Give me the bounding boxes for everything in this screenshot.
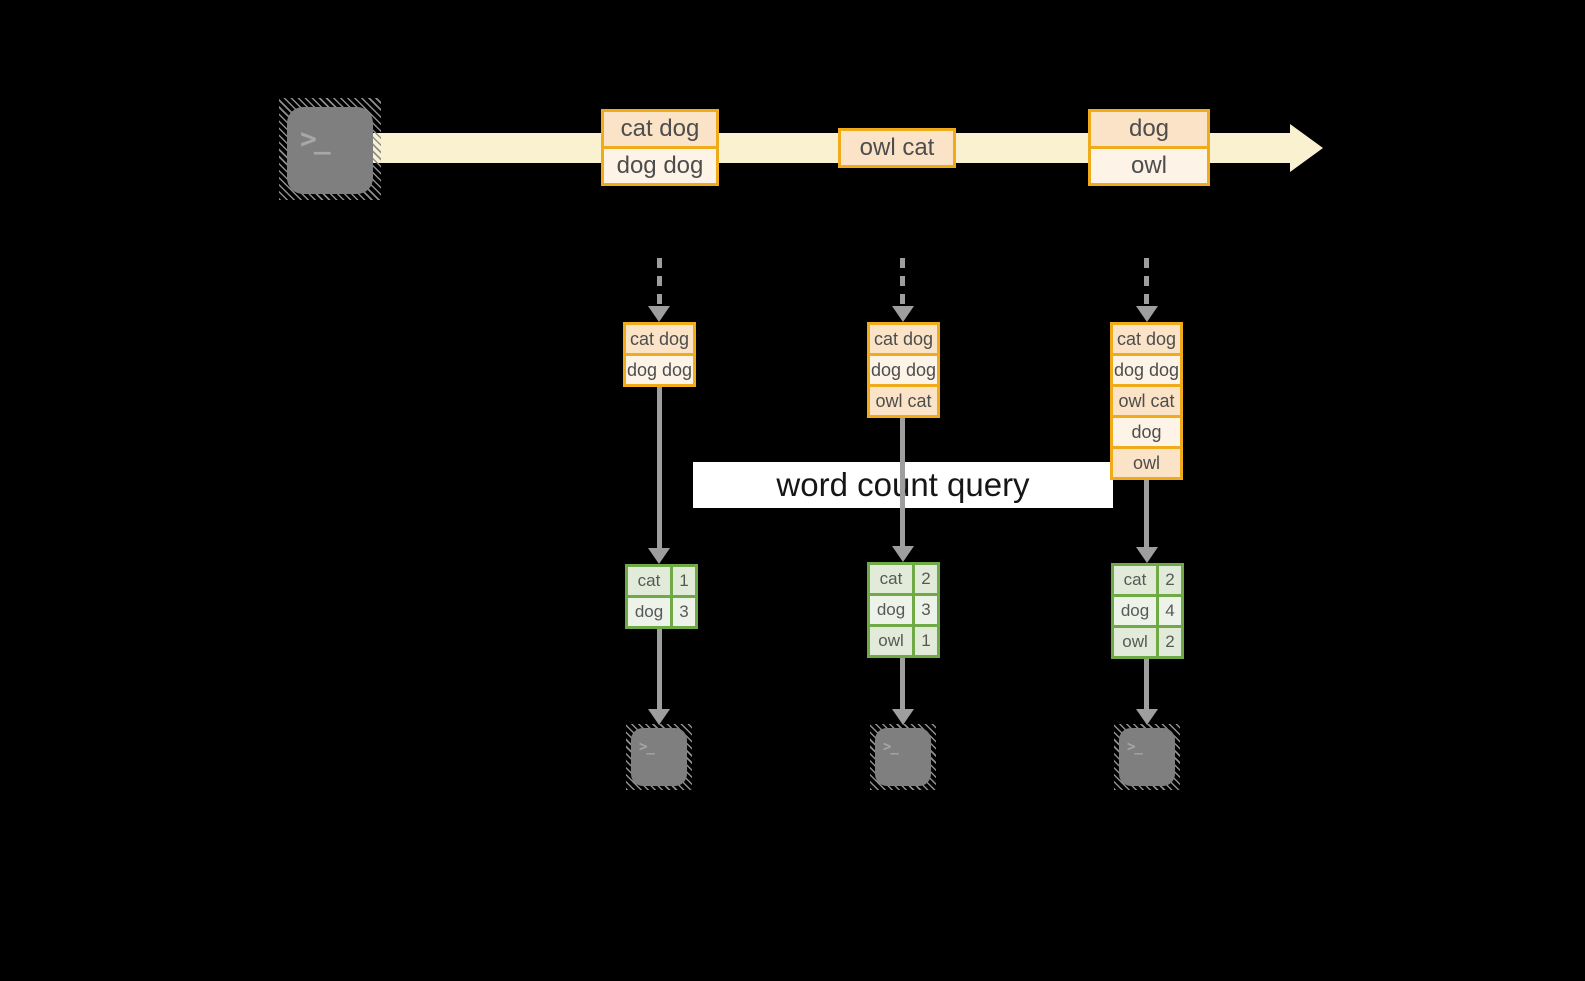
result-table-2: cat 2 dog 3 owl 1 — [867, 562, 940, 658]
dashed-arrow-head-icon — [648, 306, 670, 322]
batch-table-3: cat dog dog dog owl cat dog owl — [1110, 322, 1183, 480]
batch-row: cat dog — [870, 325, 937, 353]
dashed-arrow-stem — [900, 258, 905, 306]
word-cell: cat — [870, 565, 912, 593]
stream-event-2: owl cat — [838, 128, 956, 168]
batch-row: owl — [1113, 449, 1180, 477]
word-cell: cat — [1114, 566, 1156, 594]
batch-row: cat dog — [626, 325, 693, 353]
dashed-arrow-head-icon — [892, 306, 914, 322]
count-cell: 3 — [673, 598, 695, 626]
stream-event-3: dog owl — [1088, 109, 1210, 186]
arrow-head-icon — [892, 546, 914, 562]
event-record: owl cat — [841, 131, 953, 165]
sink-terminal-icon-2: >_ — [870, 724, 936, 790]
terminal-prompt-icon: >_ — [1127, 739, 1143, 755]
batch-row: cat dog — [1113, 325, 1180, 353]
event-record: owl — [1091, 149, 1207, 183]
arrow-stem — [657, 387, 662, 548]
sink-terminal-icon-1: >_ — [626, 724, 692, 790]
terminal-body: >_ — [1119, 728, 1175, 786]
batch-table-1: cat dog dog dog — [623, 322, 696, 387]
stream-arrow-head-icon — [1290, 124, 1323, 172]
word-cell: owl — [870, 627, 912, 655]
terminal-prompt-icon: >_ — [883, 739, 899, 755]
terminal-body: >_ — [287, 107, 373, 194]
result-table-1: cat 1 dog 3 — [625, 564, 698, 629]
count-cell: 2 — [1159, 628, 1181, 656]
terminal-body: >_ — [631, 728, 687, 786]
count-cell: 1 — [915, 627, 937, 655]
batch-row: dog dog — [626, 356, 693, 384]
event-record: dog — [1091, 112, 1207, 146]
arrow-stem — [657, 629, 662, 709]
arrow-stem — [1144, 480, 1149, 547]
source-terminal-icon: >_ — [279, 98, 381, 200]
batch-row: owl cat — [870, 387, 937, 415]
dashed-arrow-stem — [1144, 258, 1149, 306]
word-cell: dog — [1114, 597, 1156, 625]
terminal-prompt-icon: >_ — [639, 739, 655, 755]
word-cell: dog — [628, 598, 670, 626]
dashed-arrow-head-icon — [1136, 306, 1158, 322]
event-record: cat dog — [604, 112, 716, 146]
count-cell: 3 — [915, 596, 937, 624]
word-cell: cat — [628, 567, 670, 595]
result-table-3: cat 2 dog 4 owl 2 — [1111, 563, 1184, 659]
arrow-head-icon — [892, 709, 914, 725]
word-cell: owl — [1114, 628, 1156, 656]
sink-terminal-icon-3: >_ — [1114, 724, 1180, 790]
arrow-head-icon — [648, 709, 670, 725]
batch-row: dog dog — [1113, 356, 1180, 384]
dashed-arrow-stem — [657, 258, 662, 306]
event-record: dog dog — [604, 149, 716, 183]
batch-row: dog dog — [870, 356, 937, 384]
batch-row: dog — [1113, 418, 1180, 446]
word-cell: dog — [870, 596, 912, 624]
arrow-stem — [900, 418, 905, 546]
count-cell: 2 — [915, 565, 937, 593]
count-cell: 4 — [1159, 597, 1181, 625]
terminal-body: >_ — [875, 728, 931, 786]
batch-row: owl cat — [1113, 387, 1180, 415]
terminal-prompt-icon: >_ — [300, 122, 331, 155]
arrow-head-icon — [1136, 547, 1158, 563]
arrow-head-icon — [1136, 709, 1158, 725]
count-cell: 2 — [1159, 566, 1181, 594]
arrow-head-icon — [648, 548, 670, 564]
batch-table-2: cat dog dog dog owl cat — [867, 322, 940, 418]
count-cell: 1 — [673, 567, 695, 595]
arrow-stem — [900, 658, 905, 709]
stream-event-1: cat dog dog dog — [601, 109, 719, 186]
arrow-stem — [1144, 659, 1149, 709]
